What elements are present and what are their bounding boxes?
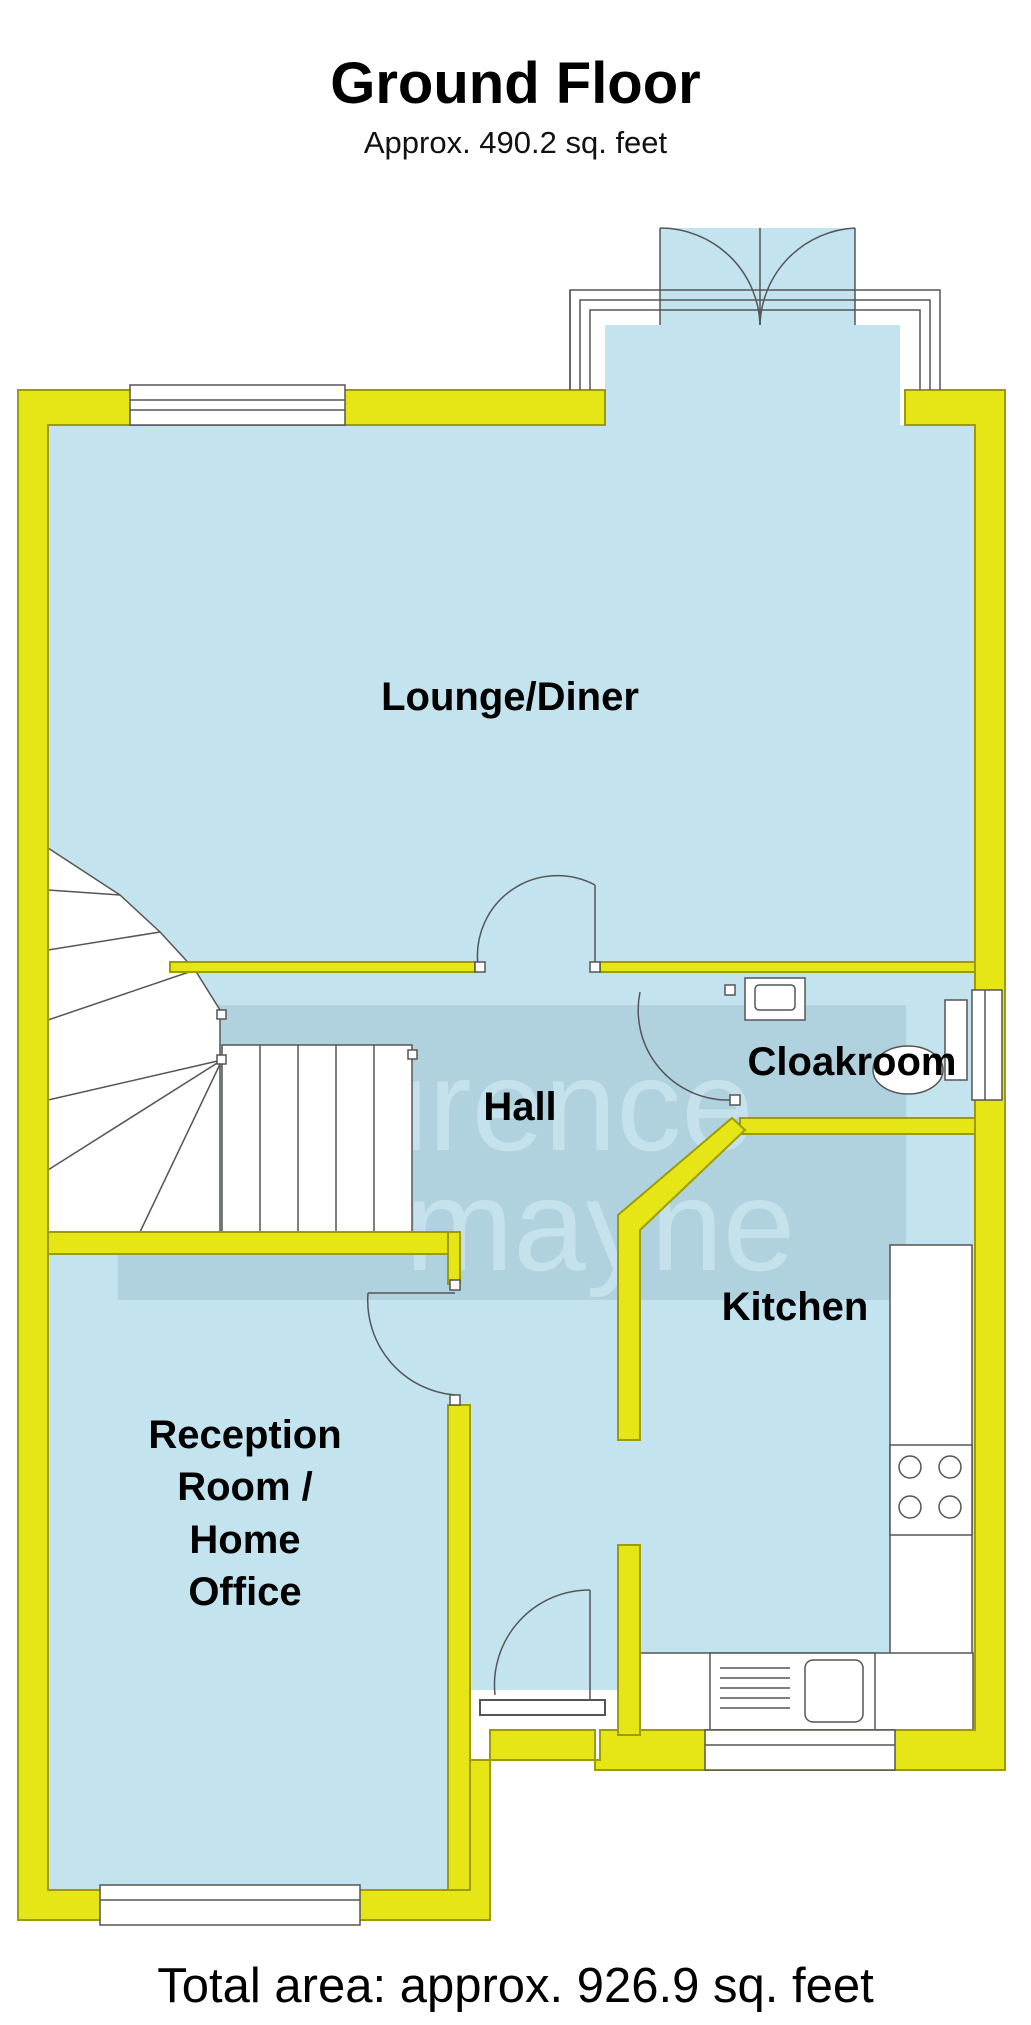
- kitchen-window: [704, 1729, 896, 1771]
- reception-floor: [45, 1250, 465, 1890]
- hall-reception-wall-stub: [447, 1231, 461, 1285]
- hall-lower-floor: [460, 1250, 625, 1690]
- lounge-hall-wall-right: [599, 961, 976, 973]
- toilet-icon: [872, 1045, 944, 1095]
- room-label-reception-line1: Reception: [148, 1413, 341, 1457]
- windows: [99, 384, 1003, 1926]
- french-door-floor: [660, 228, 855, 328]
- staircase: [47, 846, 418, 1236]
- room-label-reception-line3: Home: [189, 1518, 300, 1562]
- hob-ring: [898, 1495, 922, 1519]
- kitchen-units: [627, 1244, 974, 1731]
- floor-title: Ground Floor: [330, 51, 701, 116]
- sink-bowl: [804, 1659, 864, 1723]
- room-label-cloakroom: Cloakroom: [748, 1040, 957, 1084]
- reception-right-wall: [447, 1404, 471, 1891]
- bay-floor: [605, 325, 900, 430]
- bay-window: [569, 289, 941, 390]
- interior-doors: [366, 874, 741, 1700]
- lounge-hall-wall-left: [169, 961, 476, 973]
- front-door-threshold: [479, 1699, 606, 1716]
- hob-ring: [938, 1455, 962, 1479]
- room-label-hall: Hall: [483, 1085, 556, 1129]
- hall-reception-wall: [47, 1231, 459, 1255]
- room-label-kitchen: Kitchen: [722, 1285, 869, 1329]
- outer-wall: [17, 389, 1006, 1921]
- room-label-lounge-diner: Lounge/Diner: [381, 675, 639, 719]
- hob-ring: [898, 1455, 922, 1479]
- cloakroom-window: [971, 989, 1003, 1101]
- watermark-line2: mayne: [405, 1152, 795, 1298]
- kitchen-diagonal-wall: [617, 1116, 747, 1441]
- reception-window: [99, 1884, 361, 1926]
- lounge-diner-floor: [45, 425, 975, 965]
- lounge-window: [129, 384, 346, 426]
- hob-ring: [938, 1495, 962, 1519]
- cloakroom-fittings: [744, 977, 968, 1095]
- french-doors: [659, 227, 856, 326]
- room-label-reception-line4: Office: [188, 1570, 301, 1614]
- floor-area-subtitle: Approx. 490.2 sq. feet: [363, 125, 668, 160]
- room-label-reception-line2: Room /: [177, 1465, 313, 1509]
- cloakroom-kitchen-wall: [739, 1117, 976, 1135]
- walls: [17, 389, 1006, 1921]
- kitchen-lower-left-wall: [617, 1544, 641, 1736]
- total-area-footer: Total area: approx. 926.9 sq. feet: [157, 1959, 874, 2013]
